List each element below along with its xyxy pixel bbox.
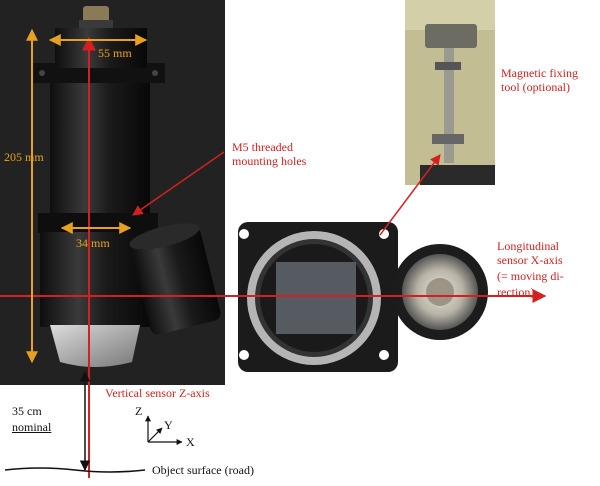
fixing-tool-label-1: Magnetic fixing [501,66,578,80]
standoff-value: 35 cm [12,404,42,418]
magnetic-tool-photo [405,0,495,185]
x-axis-label-2: sensor X-axis [497,253,563,267]
x-axis-label-1: Longitudinal [497,239,559,253]
z-axis-label: Vertical sensor Z-axis [105,386,210,400]
axis-z-label: Z [135,404,143,418]
x-axis-label-3: (= moving di- [497,269,564,283]
fixing-tool-label-2: tool (optional) [501,80,570,94]
surface-label: Object surface (road) [152,463,254,477]
mounting-holes-label-1: M5 threaded [232,140,293,154]
x-axis-label-4: rection) [497,285,535,299]
dim-height-label: 205 mm [4,150,44,164]
mounting-holes-label-2: mounting holes [232,154,307,168]
dim-mount-width-label: 34 mm [76,236,110,250]
axis-y-label: Y [164,418,173,432]
standoff-note: nominal [12,420,52,434]
dim-top-width-label: 55 mm [98,46,132,60]
mounting-holes-leader [132,151,225,216]
sensor-bottom-photo [226,222,491,377]
fixing-tool-leader [379,154,441,236]
axis-triad [145,415,183,445]
axis-x-label: X [186,435,195,449]
road-surface-line [4,467,146,473]
